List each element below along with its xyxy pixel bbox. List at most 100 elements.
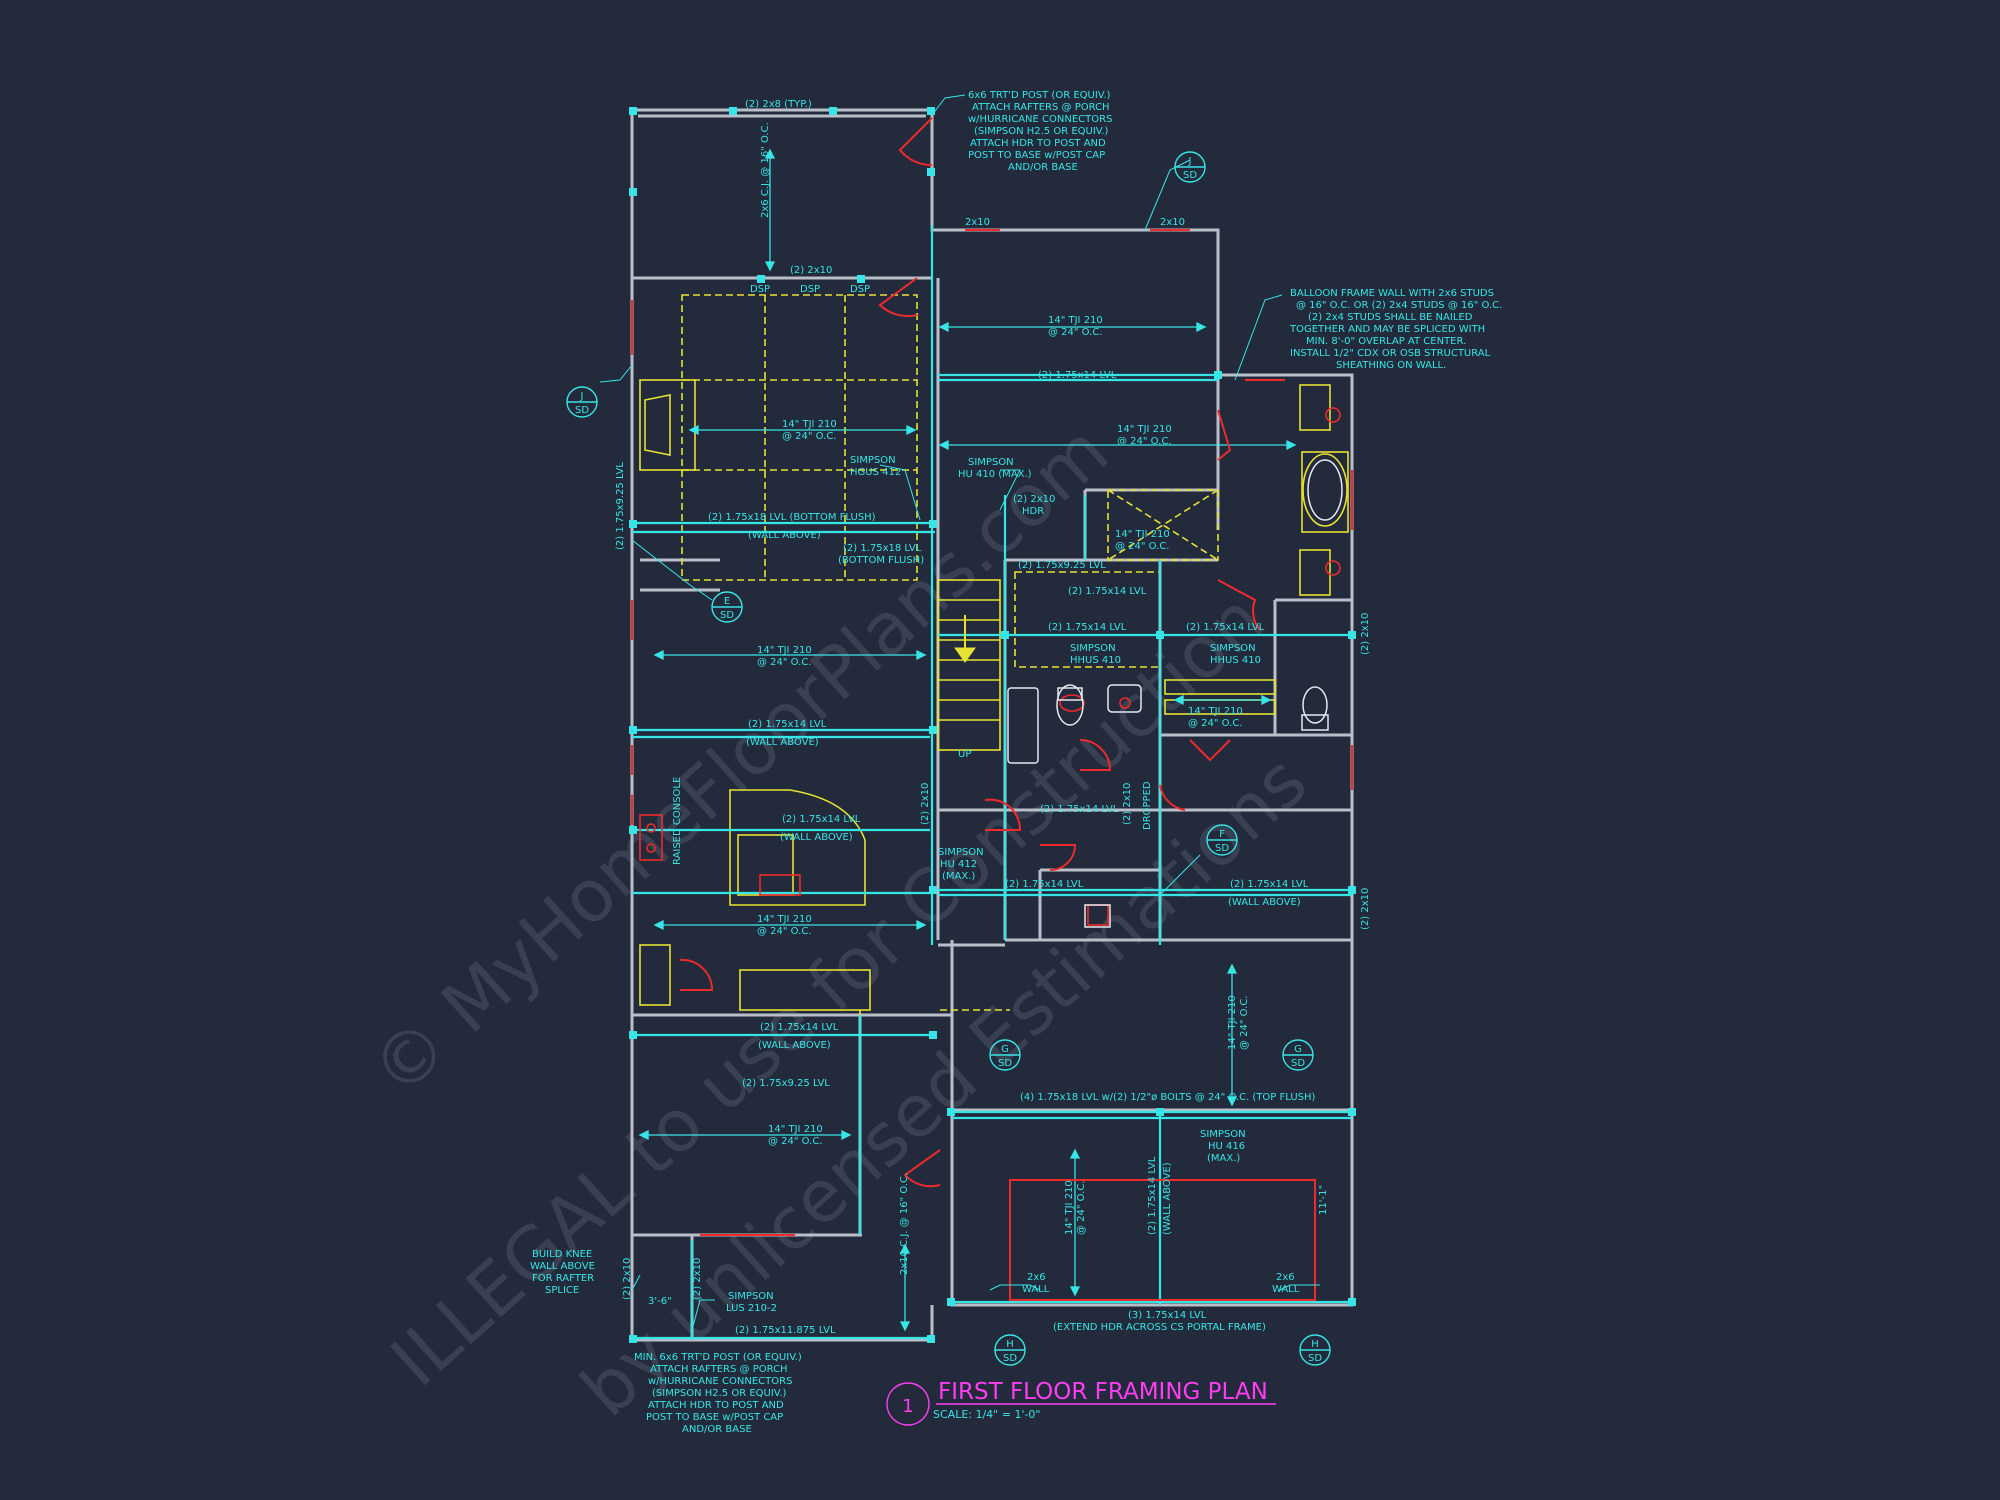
framing-label: (WALL ABOVE) (780, 832, 853, 843)
note-line: INSTALL 1/2" CDX OR OSB STRUCTURAL (1290, 348, 1491, 359)
framing-label: 14" TJI 210 (1117, 424, 1172, 435)
note-porch-bottom: MIN. 6x6 TRT'D POST (OR EQUIV.) ATTACH R… (634, 1352, 802, 1435)
framing-label: 14" TJI 210 (768, 1124, 823, 1135)
framing-label: 2x6 (1027, 1272, 1046, 1283)
framing-label: WALL (1272, 1284, 1300, 1295)
framing-label: LUS 210-2 (726, 1303, 777, 1314)
framing-label: (BOTTOM FLUSH) (838, 555, 924, 566)
framing-label: (2) 1.75x14 LVL (760, 1022, 839, 1033)
note-line: SHEATHING ON WALL. (1336, 360, 1446, 371)
framing-label: HU 410 (MAX.) (958, 469, 1032, 480)
framing-label: SIMPSON (728, 1291, 774, 1302)
framing-label: HU 416 (1208, 1141, 1245, 1152)
section-j2-letter: J (580, 391, 584, 402)
title-block: 1 FIRST FLOOR FRAMING PLAN SCALE: 1/4" =… (902, 1379, 1276, 1421)
note-line: (SIMPSON H2.5 OR EQUIV.) (652, 1388, 787, 1399)
framing-label: (2) 1.75x9.25 LVL (615, 462, 626, 550)
framing-label: (2) 2x10 (692, 1258, 703, 1300)
framing-labels: (2) 2x8 (TYP.) 2x6 C.J. @ 16" O.C. (2) 2… (615, 99, 1371, 1336)
note-line: 6x6 TRT'D POST (OR EQUIV.) (968, 90, 1111, 101)
framing-label: 11'-1" (1318, 1185, 1329, 1215)
note-line: ATTACH HDR TO POST AND (970, 138, 1106, 149)
note-line: (SIMPSON H2.5 OR EQUIV.) (974, 126, 1109, 137)
note-line: SPLICE (545, 1285, 579, 1296)
framing-label: HU 412 (940, 859, 977, 870)
framing-label: DSP (800, 284, 820, 295)
note-line: MIN. 6x6 TRT'D POST (OR EQUIV.) (634, 1352, 802, 1363)
framing-label: (3) 1.75x14 LVL (1128, 1310, 1207, 1321)
framing-label: 14" TJI 210 (1227, 995, 1238, 1050)
note-line: ATTACH HDR TO POST AND (648, 1400, 784, 1411)
framing-label: (2) 1.75x9.25 LVL (742, 1078, 830, 1089)
plan-title: FIRST FLOOR FRAMING PLAN (938, 1379, 1268, 1405)
framing-label: 14" TJI 210 (757, 645, 812, 656)
section-f-letter: F (1219, 829, 1225, 840)
framing-label: (2) 2x10 (1013, 494, 1055, 505)
framing-label: HGUS 412 (850, 467, 901, 478)
framing-label: SIMPSON (1210, 643, 1256, 654)
section-e-sheet: SD (720, 610, 734, 621)
doors-and-windows (631, 117, 1353, 1301)
framing-label: (2) 2x10 (1360, 613, 1371, 655)
note-line: MIN. 8'-0" OVERLAP AT CENTER. (1306, 336, 1466, 347)
framing-label: (WALL ABOVE) (1162, 1162, 1173, 1235)
framing-label: (2) 2x8 (TYP.) (745, 99, 812, 110)
framing-label: 14" TJI 210 (1188, 706, 1243, 717)
section-j-letter: J (1188, 156, 1192, 167)
framing-label: 2x6 C.J. @ 16" O.C. (760, 122, 771, 218)
section-g-sheet: SD (998, 1058, 1012, 1069)
framing-label: @ 24" O.C. (757, 657, 812, 668)
framing-label: (2) 2x10 (920, 783, 931, 825)
note-line: w/HURRICANE CONNECTORS (968, 114, 1112, 125)
framing-label: (2) 1.75x14 LVL (748, 719, 827, 730)
section-h2-letter: H (1311, 1339, 1319, 1350)
framing-label: (2) 1.75x14 LVL (1230, 879, 1309, 890)
framing-label: @ 24" O.C. (1239, 996, 1250, 1051)
framing-label: (WALL ABOVE) (748, 530, 821, 541)
framing-label: SIMPSON (938, 847, 984, 858)
framing-label: 2x10 C.J. @ 16" O.C. (899, 1173, 910, 1275)
note-line: BUILD KNEE (532, 1249, 592, 1260)
section-j-sheet: SD (1183, 170, 1197, 181)
framing-label: HDR (1022, 506, 1044, 517)
framing-label: DSP (750, 284, 770, 295)
framing-label: (WALL ABOVE) (758, 1040, 831, 1051)
plan-number: 1 (902, 1396, 913, 1417)
framing-label: (2) 1.75x14 LVL (1186, 622, 1265, 633)
framing-label: (2) 1.75x14 LVL (1048, 622, 1127, 633)
framing-label: (2) 1.75x14 LVL (1005, 879, 1084, 890)
framing-label: @ 24" O.C. (1115, 541, 1170, 552)
framing-label: SIMPSON (1070, 643, 1116, 654)
framing-label: @ 24" O.C. (1117, 436, 1172, 447)
framing-label: (2) 2x10 (1122, 783, 1133, 825)
framing-label: 14" TJI 210 (1064, 1180, 1075, 1235)
framing-label: SIMPSON (1200, 1129, 1246, 1140)
framing-label: @ 24" O.C. (782, 431, 837, 442)
note-line: AND/OR BASE (682, 1424, 752, 1435)
plan-scale: SCALE: 1/4" = 1'-0" (933, 1408, 1041, 1421)
framing-label: SIMPSON (968, 457, 1014, 468)
framing-label: SIMPSON (850, 455, 896, 466)
framing-label: 14" TJI 210 (1115, 529, 1170, 540)
framing-label: @ 24" O.C. (1048, 327, 1103, 338)
framing-label: DSP (850, 284, 870, 295)
framing-label: 14" TJI 210 (757, 914, 812, 925)
section-g2-letter: G (1294, 1044, 1302, 1055)
framing-label: (EXTEND HDR ACROSS CS PORTAL FRAME) (1053, 1322, 1266, 1333)
section-g-letter: G (1001, 1044, 1009, 1055)
framing-label: (2) 2x10 (1360, 888, 1371, 930)
framing-label: DROPPED (1142, 781, 1153, 830)
framing-label: UP (958, 749, 971, 760)
framing-label: (4) 1.75x18 LVL w/(2) 1/2"ø BOLTS @ 24" … (1020, 1092, 1316, 1103)
section-f-sheet: SD (1215, 843, 1229, 854)
section-j2-sheet: SD (575, 405, 589, 416)
note-knee-wall: BUILD KNEE WALL ABOVE FOR RAFTER SPLICE (530, 1249, 595, 1296)
framing-label: @ 24" O.C. (768, 1136, 823, 1147)
framing-label: (2) 2x10 (622, 1258, 633, 1300)
bath-fixtures (1007, 459, 1343, 928)
framing-label: WALL (1022, 1284, 1050, 1295)
framing-label: (2) 1.75x11.875 LVL (735, 1325, 836, 1336)
framing-label: (2) 1.75x18 LVL (843, 543, 922, 554)
note-line: POST TO BASE w/POST CAP (968, 150, 1105, 161)
